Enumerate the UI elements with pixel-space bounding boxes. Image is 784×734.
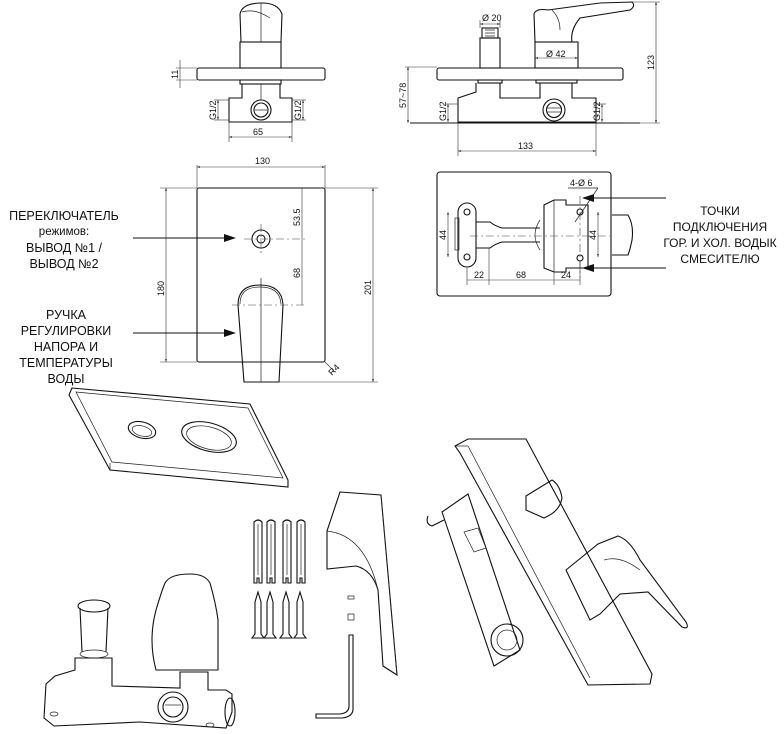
switch-callout: ПЕРЕКЛЮЧАТЕЛЬ режимов: ВЫВОД №1 / ВЫВОД … [0,208,128,272]
lever-handle-iso [315,491,398,719]
dim-thread-right-right: G1/2 [592,101,602,121]
dim-body-width: 65 [253,127,263,137]
valve-body-side-right [457,83,597,123]
wall-plug [253,519,263,584]
lever-side [533,1,635,43]
switch-arrow [224,234,236,242]
switch-callout-line: ВЫВОД №1 / [25,241,103,255]
connections-callout-line: СМЕСИТЕЛЮ [680,252,760,266]
handle-callout-line: ТЕМПЕРАТУРЫ ВОДЫ [19,356,113,386]
cover-plate-side [196,67,326,81]
dim-left-spacing: 44 [438,230,448,240]
dim-thread-right: G1/2 [293,100,303,120]
side-view-right: Ø 20 Ø 42 57~78 G1/2 G1/2 133 1 [398,1,660,156]
dim-plate-width: 130 [255,156,270,166]
dim-handle-diameter: Ø 42 [546,49,566,59]
handle-callout-line: НАПОРА И [33,340,99,354]
handle-arrow [224,329,236,337]
screw [262,590,278,639]
dim-seg3: 24 [561,270,571,280]
assembled-mixer-iso [426,438,688,686]
handle-callout-line: РУЧКА РЕГУЛИРОВКИ [20,308,112,338]
front-handle [237,284,284,383]
dim-handle-offset: 68 [292,268,302,278]
wall-plug [282,519,292,584]
back-plate [436,171,612,297]
screw [292,590,308,639]
dim-thread-left: G1/2 [208,100,218,120]
connections-callout-line: ТОЧКИ [700,204,740,218]
valve-body-iso [43,573,236,729]
handle-callout: РУЧКА РЕГУЛИРОВКИ НАПОРА И ТЕМПЕРАТУРЫ В… [0,307,132,387]
switch-knob [239,2,283,43]
dim-switch-diameter: Ø 20 [482,13,502,23]
dim-seg1: 22 [474,270,484,280]
dim-plate-thickness: 11 [170,70,180,79]
screw [250,590,266,639]
dim-depth-range: 57~78 [398,83,408,108]
screws [250,590,308,639]
connections-callout: ТОЧКИ ПОДКЛЮЧЕНИЯ ГОР. И ХОЛ. ВОДЫК СМЕС… [656,203,784,267]
switch-callout-line: режимов: [38,226,90,238]
dim-right-spacing: 44 [588,230,598,240]
dim-height-total: 123 [646,55,656,70]
dim-seg2: 68 [516,270,526,280]
cover-plate-iso [68,387,289,488]
back-view: 4-Ø 6 44 44 22 68 24 [436,171,666,297]
dim-corner-radius: R4 [326,362,341,377]
cold-arrow [582,264,594,272]
side-view-left: 11 G1/2 G1/2 65 [170,2,326,142]
dim-overall-height: 201 [363,280,373,295]
dim-body-length: 133 [518,141,533,151]
switch-callout-line: ПЕРЕКЛЮЧАТЕЛЬ [9,209,119,223]
dim-plate-height: 180 [156,281,166,296]
connections-callout-line: ПОДКЛЮЧЕНИЯ [672,220,768,234]
dim-switch-offset: 53.5 [292,208,302,226]
switch-callout-line: ВЫВОД №2 [29,257,99,271]
dim-thread-left-right: G1/2 [438,101,448,121]
screw [278,590,294,639]
valve-body-side [228,84,293,123]
connections-callout-line: ГОР. И ХОЛ. ВОДЫК [663,236,777,250]
hex-key [315,634,354,719]
wall-plug [266,519,276,584]
cover-plate-side-right [436,67,624,81]
dim-holes: 4-Ø 6 [570,178,593,188]
wall-plugs [253,519,306,584]
front-view: 130 180 53.5 68 201 R4 [133,156,378,383]
wall-plug [296,519,306,584]
hot-arrow [582,194,594,202]
